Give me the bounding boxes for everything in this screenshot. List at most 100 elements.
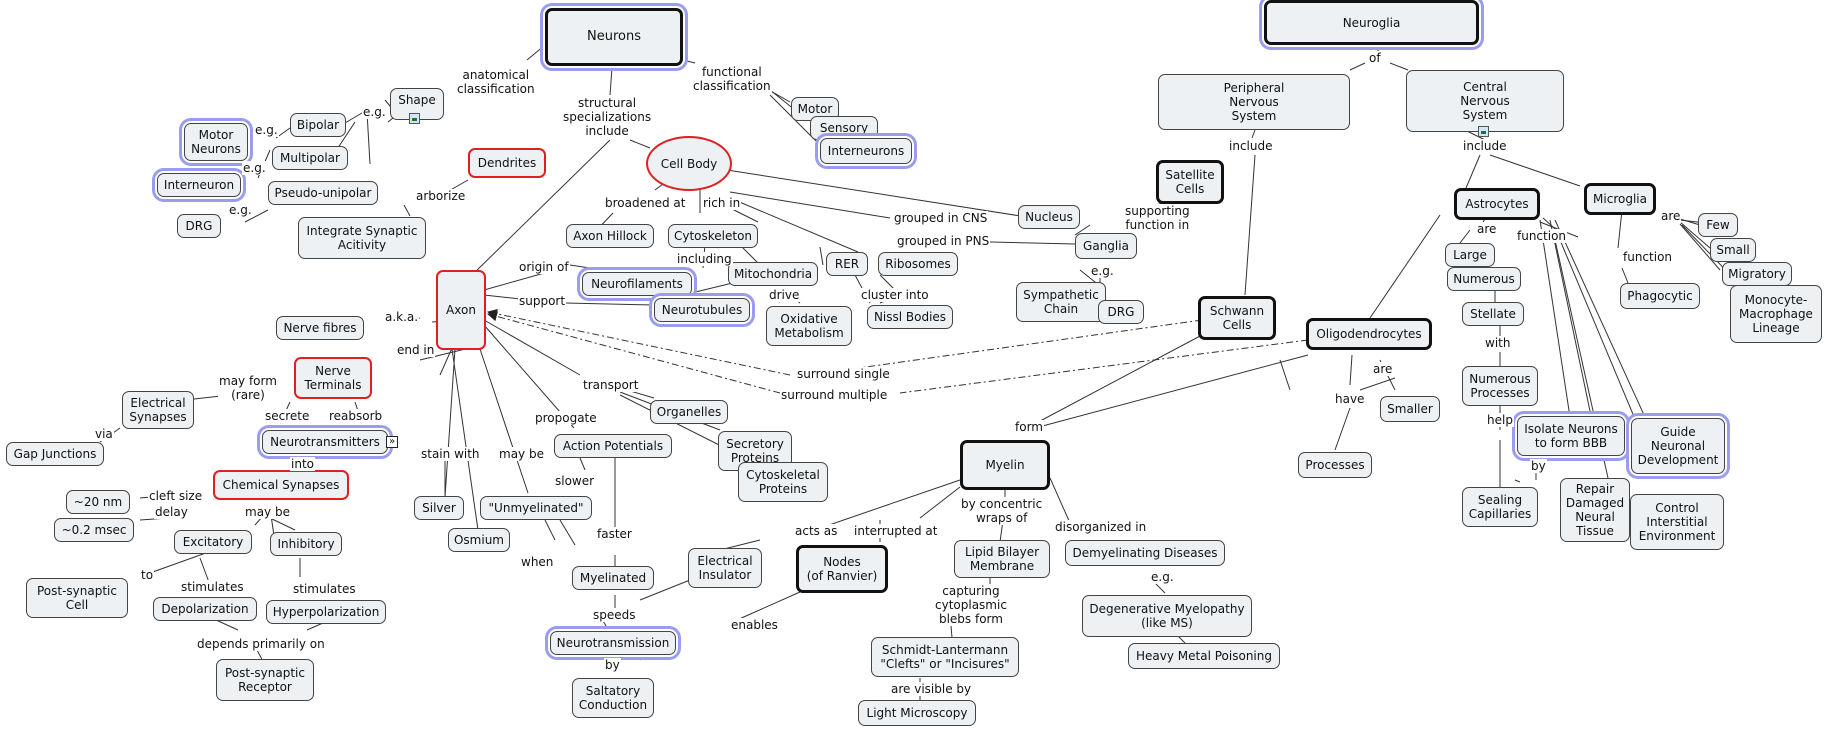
- node-inhibitory[interactable]: Inhibitory: [270, 532, 342, 556]
- node-osmium[interactable]: Osmium: [448, 528, 510, 552]
- node-astrocytes[interactable]: Astrocytes: [1454, 188, 1540, 220]
- node-0-2-msec[interactable]: ~0.2 msec: [54, 518, 134, 542]
- node-drg-right[interactable]: DRG: [1098, 300, 1144, 324]
- node-neurotubules[interactable]: Neurotubules: [654, 298, 750, 322]
- node-large[interactable]: Large: [1445, 243, 1495, 267]
- node-rer[interactable]: RER: [826, 252, 868, 276]
- node-satellite-cells[interactable]: Satellite Cells: [1156, 160, 1224, 204]
- node-nodes-of-ranvier[interactable]: Nodes (of Ranvier): [796, 545, 888, 593]
- node-neurotransmitters[interactable]: Neurotransmitters: [262, 430, 388, 454]
- node-oxidative-metabolism[interactable]: Oxidative Metabolism: [766, 306, 852, 346]
- node-heavy-metal-poisoning[interactable]: Heavy Metal Poisoning: [1128, 643, 1280, 669]
- label-eg: e.g.: [1090, 264, 1115, 278]
- node-nucleus[interactable]: Nucleus: [1018, 205, 1080, 229]
- node-isolate-neurons-bbb[interactable]: Isolate Neurons to form BBB: [1517, 416, 1625, 456]
- node-oligodendrocytes[interactable]: Oligodendrocytes: [1306, 318, 1432, 350]
- node-myelin[interactable]: Myelin: [960, 440, 1050, 490]
- node-guide-neuronal-development[interactable]: Guide Neuronal Development: [1631, 418, 1725, 474]
- node-organelles[interactable]: Organelles: [650, 400, 728, 424]
- node-schwann-cells[interactable]: Schwann Cells: [1198, 296, 1276, 340]
- node-post-synaptic-receptor[interactable]: Post-synaptic Receptor: [216, 659, 314, 701]
- node-neurons[interactable]: Neurons: [545, 8, 683, 66]
- node-numerous-processes[interactable]: Numerous Processes: [1462, 366, 1538, 406]
- label-may-be: may be: [244, 505, 291, 519]
- node-bipolar[interactable]: Bipolar: [290, 113, 346, 137]
- label-eg: e.g.: [1150, 570, 1175, 584]
- label-include: include: [1228, 139, 1274, 153]
- label-support: support: [518, 294, 567, 308]
- node-post-synaptic-cell[interactable]: Post-synaptic Cell: [26, 578, 128, 618]
- label-eg: e.g.: [228, 203, 253, 217]
- node-excitatory[interactable]: Excitatory: [174, 530, 252, 554]
- label-function: function: [1622, 250, 1674, 264]
- node-degenerative-myelopathy[interactable]: Degenerative Myelopathy (like MS): [1082, 595, 1252, 637]
- node-central-nervous-system[interactable]: Central Nervous System: [1406, 70, 1564, 132]
- node-multipolar[interactable]: Multipolar: [272, 146, 348, 170]
- node-action-potentials[interactable]: Action Potentials: [554, 434, 672, 458]
- label-function: function: [1516, 229, 1568, 243]
- node-dendrites[interactable]: Dendrites: [468, 148, 546, 178]
- image-icon[interactable]: [409, 113, 420, 124]
- label-of: of: [1368, 51, 1382, 65]
- node-numerous[interactable]: Numerous: [1447, 267, 1521, 291]
- label-propogate: propogate: [534, 411, 598, 425]
- node-unmyelinated[interactable]: "Unmyelinated": [480, 496, 592, 520]
- node-mitochondria[interactable]: Mitochondria: [728, 262, 818, 286]
- node-demyelinating-diseases[interactable]: Demyelinating Diseases: [1065, 540, 1225, 566]
- node-gap-junctions[interactable]: Gap Junctions: [6, 442, 104, 466]
- node-neurofilaments[interactable]: Neurofilaments: [582, 272, 692, 296]
- node-sealing-capillaries[interactable]: Sealing Capillaries: [1462, 487, 1538, 527]
- node-neuroglia[interactable]: Neuroglia: [1264, 0, 1479, 45]
- node-axon-hillock[interactable]: Axon Hillock: [566, 224, 654, 248]
- node-cell-body[interactable]: Cell Body: [646, 136, 732, 191]
- node-cytoskeletal-proteins[interactable]: Cytoskeletal Proteins: [738, 462, 828, 502]
- node-smaller[interactable]: Smaller: [1380, 396, 1440, 422]
- node-light-microscopy[interactable]: Light Microscopy: [858, 700, 976, 726]
- node-small[interactable]: Small: [1710, 238, 1756, 262]
- node-shape-label: Shape: [398, 93, 436, 107]
- node-stellate[interactable]: Stellate: [1462, 302, 1524, 326]
- node-control-interstitial-environment[interactable]: Control Interstitial Environment: [1630, 494, 1724, 550]
- link-arrows-icon[interactable]: »: [386, 436, 398, 448]
- node-neurotransmission[interactable]: Neurotransmission: [550, 631, 676, 655]
- node-interneurons[interactable]: Interneurons: [820, 138, 912, 164]
- node-nerve-terminals[interactable]: Nerve Terminals: [294, 357, 372, 399]
- node-electrical-insulator[interactable]: Electrical Insulator: [688, 548, 762, 588]
- node-ganglia[interactable]: Ganglia: [1075, 233, 1137, 259]
- node-hyperpolarization[interactable]: Hyperpolarization: [266, 600, 386, 624]
- node-motor-neurons[interactable]: Motor Neurons: [184, 123, 248, 161]
- node-schmidt-lantermann[interactable]: Schmidt-Lantermann "Clefts" or "Incisure…: [871, 637, 1019, 677]
- label-are: are: [1476, 222, 1498, 236]
- node-nerve-fibres[interactable]: Nerve fibres: [276, 316, 364, 340]
- node-interneuron[interactable]: Interneuron: [157, 173, 241, 197]
- node-drg-left[interactable]: DRG: [177, 214, 221, 238]
- node-axon[interactable]: Axon: [436, 270, 486, 350]
- node-lipid-bilayer[interactable]: Lipid Bilayer Membrane: [954, 540, 1050, 578]
- label-surround-multiple: surround multiple: [780, 388, 889, 402]
- node-repair-damaged-neural-tissue[interactable]: Repair Damaged Neural Tissue: [1560, 478, 1630, 542]
- node-myelinated[interactable]: Myelinated: [572, 566, 654, 590]
- node-monocyte-macrophage-lineage[interactable]: Monocyte- Macrophage Lineage: [1730, 285, 1822, 343]
- node-silver[interactable]: Silver: [414, 496, 464, 520]
- node-few[interactable]: Few: [1698, 213, 1738, 237]
- node-phagocytic[interactable]: Phagocytic: [1620, 283, 1700, 309]
- node-depolarization[interactable]: Depolarization: [153, 597, 257, 621]
- node-sensory[interactable]: Sensory: [810, 116, 878, 140]
- node-microglia[interactable]: Microglia: [1584, 183, 1656, 215]
- node-peripheral-nervous-system[interactable]: Peripheral Nervous System: [1158, 74, 1350, 130]
- node-cytoskeleton[interactable]: Cytoskeleton: [668, 224, 758, 248]
- node-saltatory-conduction[interactable]: Saltatory Conduction: [572, 678, 654, 718]
- node-20nm[interactable]: ~20 nm: [66, 490, 130, 514]
- node-migratory[interactable]: Migratory: [1722, 262, 1792, 286]
- node-chemical-synapses[interactable]: Chemical Synapses: [213, 470, 349, 500]
- node-electrical-synapses[interactable]: Electrical Synapses: [122, 391, 194, 429]
- image-icon[interactable]: [1478, 126, 1489, 137]
- node-sympathetic-chain[interactable]: Sympathetic Chain: [1016, 282, 1106, 322]
- node-pseudo-unipolar[interactable]: Pseudo-unipolar: [268, 181, 378, 205]
- label-via: via: [94, 427, 114, 441]
- label-rich-in: rich in: [702, 196, 742, 210]
- node-nissl-bodies[interactable]: Nissl Bodies: [867, 305, 953, 329]
- node-integrate-synaptic[interactable]: Integrate Synaptic Acitivity: [298, 217, 426, 259]
- node-ribosomes[interactable]: Ribosomes: [878, 252, 958, 276]
- node-processes[interactable]: Processes: [1298, 452, 1372, 478]
